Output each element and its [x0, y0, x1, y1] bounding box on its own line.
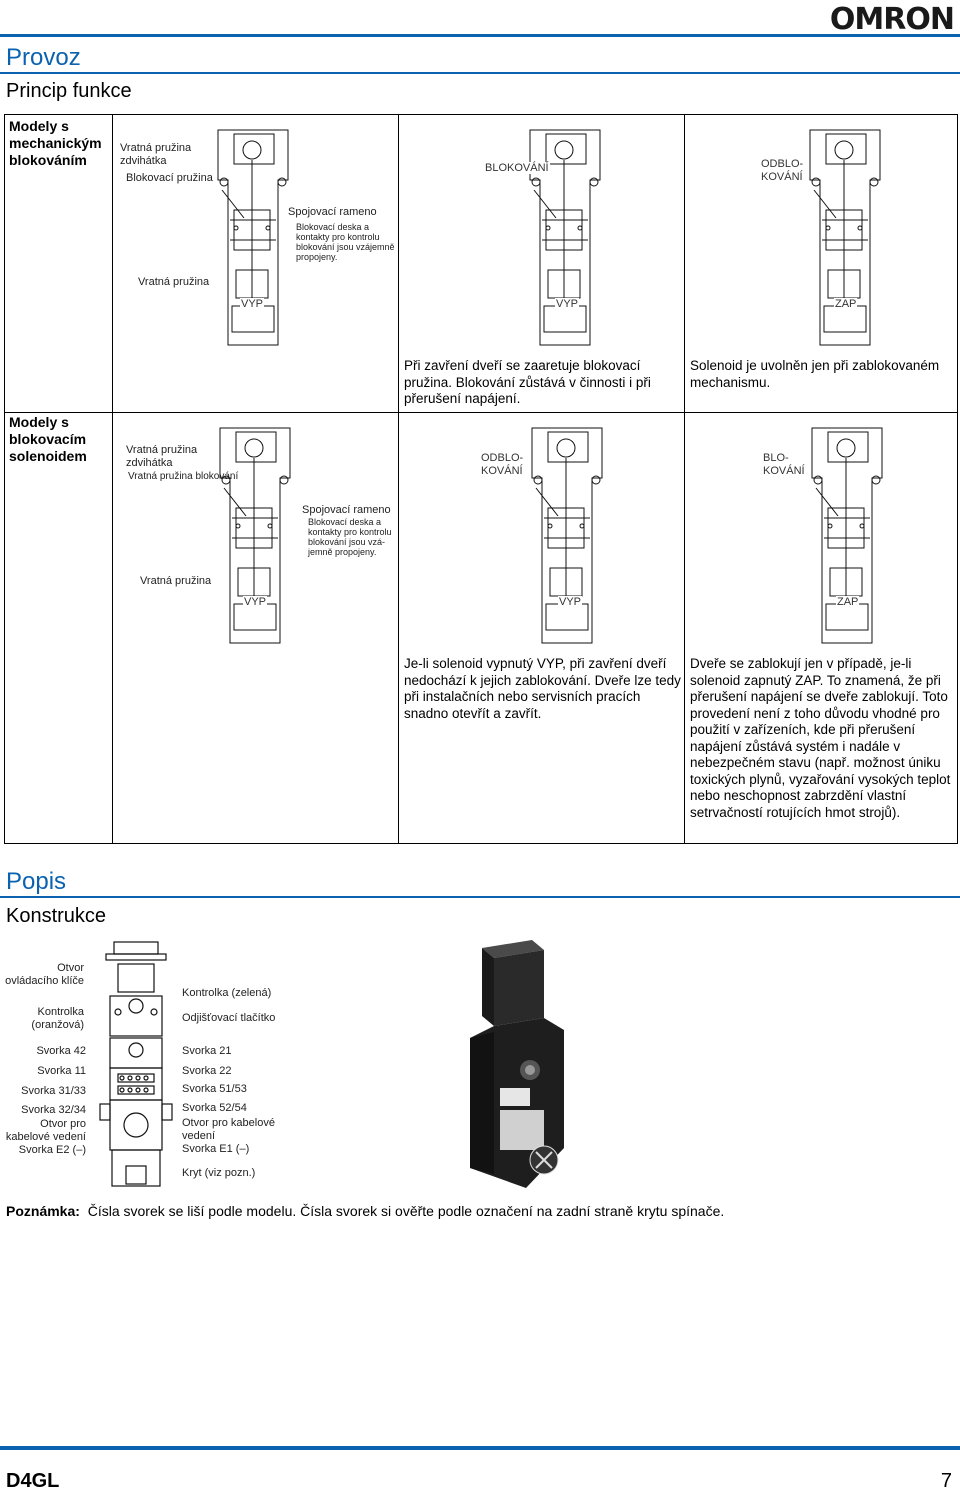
- section-title-provoz: Provoz: [6, 44, 81, 71]
- section-rule: [0, 896, 960, 898]
- row-label-solenoid: Modely s blokovacím solenoidem: [9, 414, 87, 464]
- note-label: Poznámka:: [6, 1203, 80, 1219]
- caption-solenoid-2: Dveře se zablokují jen v případě, je-li …: [690, 656, 951, 820]
- callout-spring-lift: Vratná pružina zdvihátka: [126, 444, 198, 469]
- callout-connecting-arm: Spojovací rameno: [288, 206, 377, 218]
- function-table: [4, 114, 958, 844]
- switch-diagram: [800, 120, 890, 350]
- table-divider: [684, 114, 685, 844]
- callout-blocking-spring: Blokovací pružina: [126, 172, 213, 184]
- callout-spring-lift: Vratná pružina zdvihátka: [120, 142, 192, 167]
- state-label: ZAP: [834, 298, 858, 310]
- switch-diagram: [208, 120, 298, 350]
- header-rule: [0, 34, 960, 37]
- part-label-right: Svorka 52/54: [182, 1102, 247, 1114]
- footer-rule: [0, 1446, 960, 1450]
- part-label-left: Otvor ovládacího klíče: [5, 962, 84, 987]
- state-label: ZAP: [836, 596, 860, 608]
- mode-label: BLO- KOVÁNÍ: [762, 452, 806, 478]
- callout-contacts: Blokovací deska a kontakty pro kontrolu …: [296, 222, 395, 262]
- switch-diagram: [522, 418, 612, 648]
- part-label-left: Svorka 42: [36, 1045, 86, 1057]
- footer-model: D4GL: [6, 1470, 60, 1492]
- section-subtitle-princip: Princip funkce: [6, 80, 132, 102]
- part-label-left: Svorka 11: [37, 1065, 86, 1077]
- state-label: VYP: [240, 298, 265, 310]
- part-label-right: Svorka 22: [182, 1065, 232, 1077]
- table-divider: [112, 114, 113, 844]
- mode-label: ODBLO- KOVÁNÍ: [760, 158, 805, 184]
- part-label-left: Kontrolka (oranžová): [31, 1006, 84, 1031]
- part-label-left: Svorka E2 (–): [18, 1144, 86, 1156]
- part-label-right: Svorka 51/53: [182, 1083, 247, 1095]
- note: Poznámka: Čísla svorek se liší podle mod…: [6, 1203, 724, 1219]
- part-label-right: Odjišťovací tlačítko: [182, 1012, 276, 1024]
- part-label-left: Otvor pro kabelové vedení: [5, 1118, 86, 1143]
- callout-blocking-spring: Vratná pružina blokování: [128, 471, 239, 482]
- omron-logo: OMRON: [829, 2, 955, 37]
- switch-diagram: [210, 418, 300, 648]
- switch-diagram: [802, 418, 892, 648]
- part-label-left: Svorka 32/34: [21, 1104, 86, 1116]
- caption-solenoid-1: Je-li solenoid vypnutý VYP, při zavření …: [404, 656, 681, 721]
- caption-mechanical-1: Při zavření dveří se zaaretuje blokovací…: [404, 358, 651, 406]
- mode-label: BLOKOVÁNÍ: [484, 162, 550, 174]
- state-label: VYP: [555, 298, 580, 310]
- note-text: Čísla svorek se liší podle modelu. Čísla…: [87, 1203, 725, 1219]
- part-label-right: Svorka 21: [182, 1045, 232, 1057]
- table-divider: [398, 114, 399, 844]
- product-photo: [460, 938, 580, 1200]
- section-subtitle-konstrukce: Konstrukce: [6, 905, 107, 927]
- table-row-divider: [4, 412, 958, 413]
- state-label: VYP: [558, 596, 583, 608]
- callout-connecting-arm: Spojovací rameno: [302, 504, 391, 516]
- callout-contacts: Blokovací deska a kontakty pro kontrolu …: [308, 517, 392, 557]
- caption-mechanical-2: Solenoid je uvolněn jen při zablokovaném…: [690, 358, 940, 390]
- part-label-right: Kontrolka (zelená): [182, 987, 272, 999]
- section-title-popis: Popis: [6, 868, 67, 895]
- part-label-left: Svorka 31/33: [21, 1085, 86, 1097]
- state-label: VYP: [243, 596, 268, 608]
- switch-diagram: [520, 120, 610, 350]
- mode-label: ODBLO- KOVÁNÍ: [480, 452, 525, 478]
- page-number: 7: [940, 1470, 952, 1492]
- callout-return-spring: Vratná pružina: [138, 276, 210, 288]
- part-label-right: Svorka E1 (–): [182, 1143, 250, 1155]
- row-label-mechanical: Modely s mechanickým blokováním: [9, 118, 102, 168]
- part-label-right: Kryt (viz pozn.): [182, 1167, 256, 1179]
- part-label-right: Otvor pro kabelové vedení: [182, 1117, 275, 1142]
- callout-return-spring: Vratná pružina: [140, 575, 212, 587]
- internal-view-drawing: [92, 940, 182, 1190]
- section-rule: [0, 72, 960, 74]
